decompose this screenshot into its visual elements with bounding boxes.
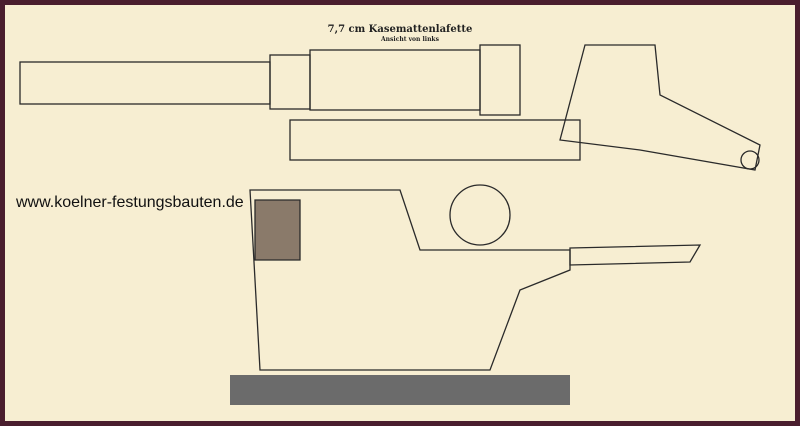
drawing-subtitle: Ansicht von links (381, 36, 439, 43)
drawing-sheet (5, 5, 795, 421)
trail-wheel (740, 150, 760, 170)
drawing-title: 7,7 cm Kasemattenlafette (327, 24, 473, 35)
gun-breech (309, 49, 481, 111)
elevation-wheel (449, 184, 511, 246)
trail-arm (559, 44, 761, 171)
gun-barrel (19, 61, 271, 105)
carriage-frame (249, 189, 571, 371)
shield-block (254, 199, 301, 261)
website-watermark: www.koelner-festungsbauten.de (16, 194, 244, 211)
base-plate (230, 375, 570, 405)
slide-rail (569, 244, 702, 266)
cradle (289, 119, 581, 161)
breech-block (479, 44, 521, 116)
barrel-chase (269, 54, 311, 110)
